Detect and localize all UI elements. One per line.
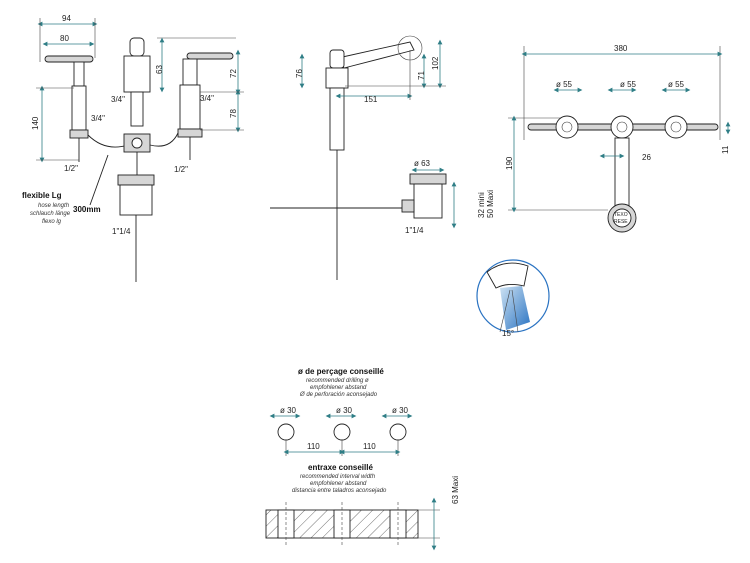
left-handle-lever: [44, 55, 94, 63]
drill-spacing-1: 110: [307, 442, 320, 451]
drill-dia-3: ø 30: [392, 406, 409, 415]
top-view: 380 ø 55 ø 55 ø 55 TEXO RESE 190 26 11: [505, 44, 731, 233]
dim-body-height: 78: [229, 109, 238, 118]
right-valve-nut: [177, 128, 203, 138]
drilling-line2: empfohlener abstand: [310, 385, 367, 391]
dim-spout-drop: 71: [417, 71, 426, 80]
knob-label-1: TEXO: [614, 212, 628, 218]
spout-body: [123, 55, 151, 93]
interval-line3: distancia entre taladros aconsejado: [292, 488, 387, 494]
side-drain-lever: [401, 199, 415, 213]
spray-angle: 15°: [502, 329, 514, 338]
spray-detail: 15°: [476, 259, 550, 338]
interval-max-thickness: 63 Maxi: [451, 476, 460, 504]
dim-top-depth: 190: [505, 156, 514, 170]
dim-min-max: 32 mini50 Maxi: [477, 190, 495, 218]
left-valve-body: [71, 85, 87, 131]
drill-hole-3: [389, 423, 407, 441]
side-spout-collar: [325, 67, 349, 89]
hose-title: flexible Lg: [22, 191, 62, 200]
drill-hole-1: [277, 423, 295, 441]
top-center-spout: [610, 115, 634, 139]
front-drain-top: [117, 174, 155, 186]
drilling-line1: recommended drilling ø: [306, 378, 369, 384]
knob-label-2: RESE: [614, 219, 628, 225]
spout-cap: [129, 37, 145, 57]
front-view: 94 80 63 72 7: [22, 14, 244, 282]
spout-shank: [130, 91, 144, 127]
right-handle-body: [182, 58, 198, 86]
drill-hole-2: [333, 423, 351, 441]
top-spout-arm: [614, 137, 630, 209]
thread-left-inlet: 1/2": [64, 164, 78, 173]
dim-handle-height: 72: [229, 69, 238, 78]
dim-total-height: 102: [431, 56, 440, 70]
interval-line2: empfohlener abstand: [310, 481, 367, 487]
mixing-tee-hub: [131, 137, 143, 149]
spray-aerator-body: [486, 262, 529, 289]
dim-dia-left: ø 55: [556, 80, 573, 89]
thread-drain: 1"1/4: [112, 227, 131, 236]
dim-top-overall: 380: [614, 44, 628, 53]
left-valve-nut: [69, 129, 89, 139]
interval-line1: recommended interval width: [300, 474, 376, 480]
drilling-line3: Ø de perforación aconsejado: [299, 392, 378, 398]
front-drain-body: [119, 184, 153, 216]
dim-top-offset: 26: [642, 153, 651, 162]
side-spout-head: [329, 49, 345, 69]
right-valve-body: [179, 84, 201, 130]
thread-right-top: 3/4": [200, 94, 214, 103]
dim-dia-right: ø 55: [668, 80, 685, 89]
left-handle-body: [73, 61, 85, 87]
right-handle-lever: [186, 52, 234, 60]
dim-spout-height: 63: [155, 65, 164, 74]
dim-side-spout-height: 76: [295, 69, 304, 78]
top-right-valve: [664, 115, 688, 139]
interval-title: entraxe conseillé: [308, 463, 373, 472]
side-spout-shank: [329, 87, 345, 151]
side-spout-arm: [337, 41, 415, 69]
hose-line1: hose length: [38, 203, 70, 209]
side-view: 76 151 71 102 ø 63 32 mini50 Maxi 1"1/4: [270, 35, 495, 280]
drill-spacing-2: 110: [363, 442, 376, 451]
thread-spout-left: 3/4": [111, 95, 125, 104]
side-thread-drain: 1"1/4: [405, 226, 424, 235]
drill-dia-2: ø 30: [336, 406, 353, 415]
dim-handle-width: 80: [60, 34, 69, 43]
thread-right-inlet: 1/2": [174, 165, 188, 174]
drilling-section: ø de perçage conseillé recommended drill…: [269, 367, 413, 456]
dim-spout-reach: 151: [364, 95, 378, 104]
side-drain-top: [409, 173, 447, 185]
hose-line2: schlauch länge: [30, 211, 71, 217]
thread-left-mid: 3/4": [91, 114, 105, 123]
dim-overall-width: 94: [62, 14, 71, 23]
top-left-valve: [555, 115, 579, 139]
hose-length: 300mm: [73, 205, 101, 214]
dim-top-thickness: 11: [721, 145, 730, 154]
dim-drain-diameter: ø 63: [414, 159, 431, 168]
interval-section: entraxe conseillé recommended interval w…: [265, 463, 460, 551]
hose-line3: flexo lg: [42, 219, 62, 225]
dim-side-height: 140: [31, 116, 40, 130]
side-drain-body: [413, 183, 443, 219]
drilling-title: ø de perçage conseillé: [298, 367, 384, 376]
spray-stream: [500, 286, 530, 330]
drill-dia-1: ø 30: [280, 406, 297, 415]
dim-dia-center: ø 55: [620, 80, 637, 89]
